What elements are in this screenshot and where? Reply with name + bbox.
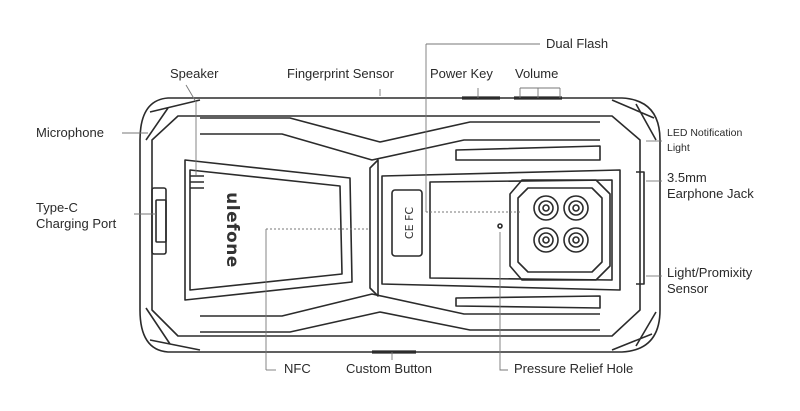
label-volume: Volume xyxy=(515,66,559,81)
corner-bumper-br xyxy=(611,311,657,351)
label-earphone-jack: 3.5mm Earphone Jack xyxy=(667,170,754,201)
svg-text:ulefone: ulefone xyxy=(222,192,242,268)
corner-bumper-tr xyxy=(611,99,657,141)
label-power-key: Power Key xyxy=(430,66,493,81)
label-nfc: NFC xyxy=(284,361,311,376)
type-c-port-shape xyxy=(151,187,167,255)
camera-lenses xyxy=(533,195,589,253)
cert-marks: CE FC xyxy=(403,207,416,239)
label-pressure-relief-hole: Pressure Relief Hole xyxy=(514,361,634,376)
label-dual-flash: Dual Flash xyxy=(546,36,609,51)
svg-text:CE FC: CE FC xyxy=(403,207,416,239)
logo-panel xyxy=(184,159,353,301)
cert-plate xyxy=(391,189,423,257)
label-custom-button: Custom Button xyxy=(346,361,432,376)
ulefone-logo: ulefone xyxy=(222,192,242,268)
label-fingerprint-sensor: Fingerprint Sensor xyxy=(287,66,394,81)
callout-lines xyxy=(122,43,662,371)
top-chevron-band xyxy=(200,117,600,143)
label-led-notification-light: LED Notification Light xyxy=(667,127,743,154)
corner-bumper-bl xyxy=(145,307,201,351)
label-microphone: Microphone xyxy=(36,125,104,140)
speaker-slot xyxy=(190,175,204,189)
earphone-jack-shape xyxy=(636,171,645,285)
right-panel xyxy=(381,169,621,291)
phone-body xyxy=(139,97,661,353)
corner-bumper-tl xyxy=(145,99,201,141)
camera-module xyxy=(509,179,611,281)
pressure-relief-hole-shape xyxy=(497,223,503,229)
bottom-chevron-band xyxy=(200,311,600,333)
label-speaker: Speaker xyxy=(170,66,219,81)
center-divider xyxy=(369,159,379,297)
label-type-c-port: Type-C Charging Port xyxy=(36,200,117,231)
label-light-proximity-sensor: Light/Promixity Sensor xyxy=(667,265,753,296)
